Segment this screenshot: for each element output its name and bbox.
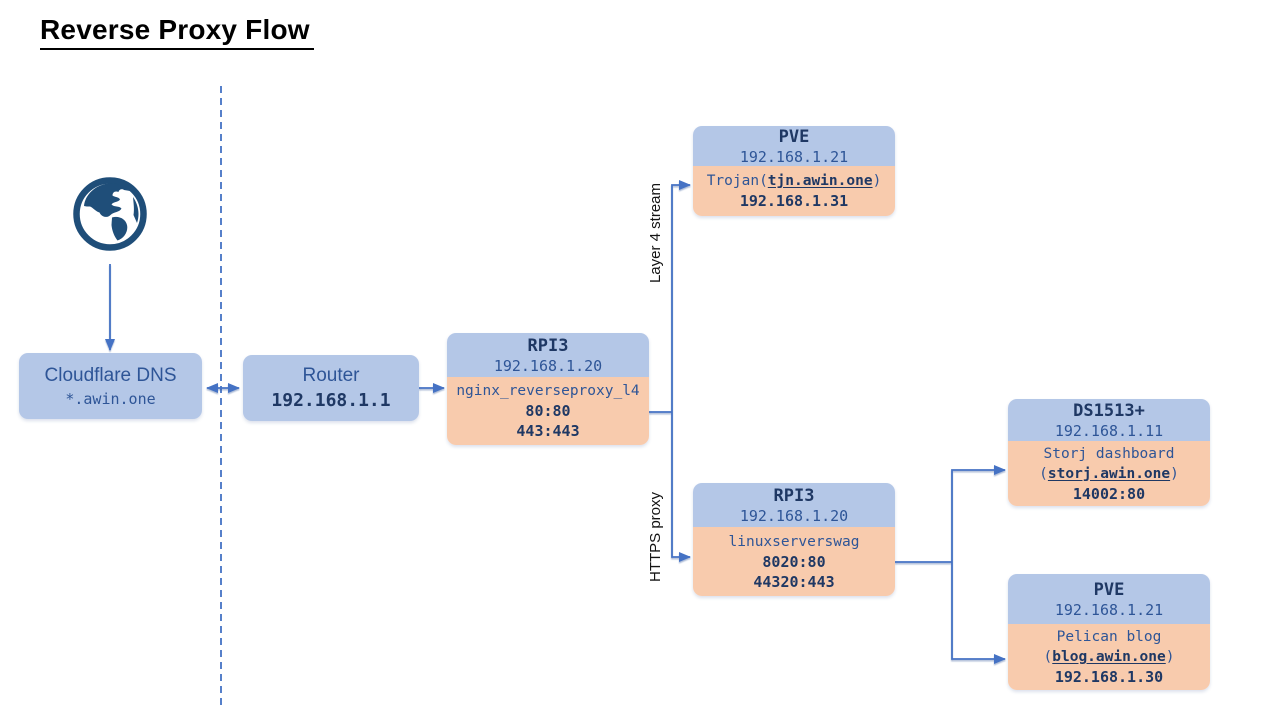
- arrow-layer4-to-pve-trojan: [671, 180, 691, 412]
- link-suffix: ): [1165, 649, 1175, 665]
- node-port: 80:80: [525, 402, 571, 420]
- node-title: DS1513+: [1073, 400, 1145, 421]
- node-title: RPI3: [773, 485, 815, 506]
- link-prefix: (: [1039, 465, 1048, 482]
- node-port: 44320:443: [753, 572, 835, 591]
- service-suffix: ): [872, 173, 882, 189]
- node-title: PVE: [778, 126, 810, 147]
- node-service: Pelican blog: [1056, 629, 1162, 645]
- node-rpi3-https: RPI3 192.168.1.20 linuxserverswag 8020:8…: [693, 483, 895, 596]
- node-ip: 192.168.1.20: [493, 356, 603, 375]
- node-pve-blog: PVE 192.168.1.21 Pelican blog (blog.awin…: [1008, 574, 1210, 690]
- node-ip: 192.168.1.11: [1054, 421, 1164, 440]
- node-title: PVE: [1093, 579, 1125, 600]
- link-suffix: ): [1170, 465, 1179, 482]
- link-prefix: (: [1043, 649, 1053, 665]
- arrow-swag-to-ds1513: [951, 465, 1006, 562]
- node-cloudflare-dns: Cloudflare DNS *.awin.one: [19, 353, 202, 419]
- node-rpi3-layer4: RPI3 192.168.1.20 nginx_reverseproxy_l4 …: [447, 333, 649, 445]
- arrow-swag-to-pve-blog: [951, 562, 1006, 664]
- node-service: linuxserverswag: [728, 533, 860, 550]
- node-port: 443:443: [516, 422, 580, 440]
- node-service: Storj dashboard: [1043, 445, 1175, 462]
- node-ip: 192.168.1.21: [739, 147, 849, 166]
- node-title: RPI3: [527, 335, 569, 356]
- node-port: 14002:80: [1072, 484, 1146, 503]
- node-target-ip: 192.168.1.31: [739, 192, 849, 210]
- page-title: Reverse Proxy Flow: [40, 14, 314, 50]
- node-ip: 192.168.1.1: [271, 390, 391, 411]
- node-service: nginx_reverseproxy_l4: [456, 383, 640, 399]
- node-router: Router 192.168.1.1: [243, 355, 419, 421]
- node-link-line: (storj.awin.one): [1010, 464, 1208, 484]
- edge-label-layer4-stream: Layer 4 stream: [647, 182, 664, 284]
- node-domain: *.awin.one: [65, 389, 156, 408]
- node-title: Cloudflare DNS: [44, 364, 177, 386]
- node-ip: 192.168.1.21: [1054, 600, 1164, 619]
- globe-icon: [72, 176, 148, 252]
- node-title: Router: [302, 365, 360, 386]
- edge-label-https-proxy: HTTPS proxy: [647, 492, 664, 583]
- node-pve-trojan: PVE 192.168.1.21 Trojan(tjn.awin.one) 19…: [693, 126, 895, 216]
- node-port: 8020:80: [762, 552, 826, 571]
- link-tjn-awin-one[interactable]: tjn.awin.one: [767, 173, 873, 189]
- node-ip: 192.168.1.20: [739, 506, 849, 525]
- node-link-line: (blog.awin.one): [1010, 647, 1208, 667]
- link-storj-awin-one[interactable]: storj.awin.one: [1047, 465, 1171, 482]
- node-service: Trojan(tjn.awin.one): [695, 171, 893, 191]
- node-target-ip: 192.168.1.30: [1054, 668, 1164, 686]
- node-ds1513: DS1513+ 192.168.1.11 Storj dashboard (st…: [1008, 399, 1210, 506]
- service-prefix: Trojan(: [706, 173, 768, 189]
- link-blog-awin-one[interactable]: blog.awin.one: [1052, 649, 1166, 665]
- arrow-https-to-rpi3-swag: [671, 412, 691, 562]
